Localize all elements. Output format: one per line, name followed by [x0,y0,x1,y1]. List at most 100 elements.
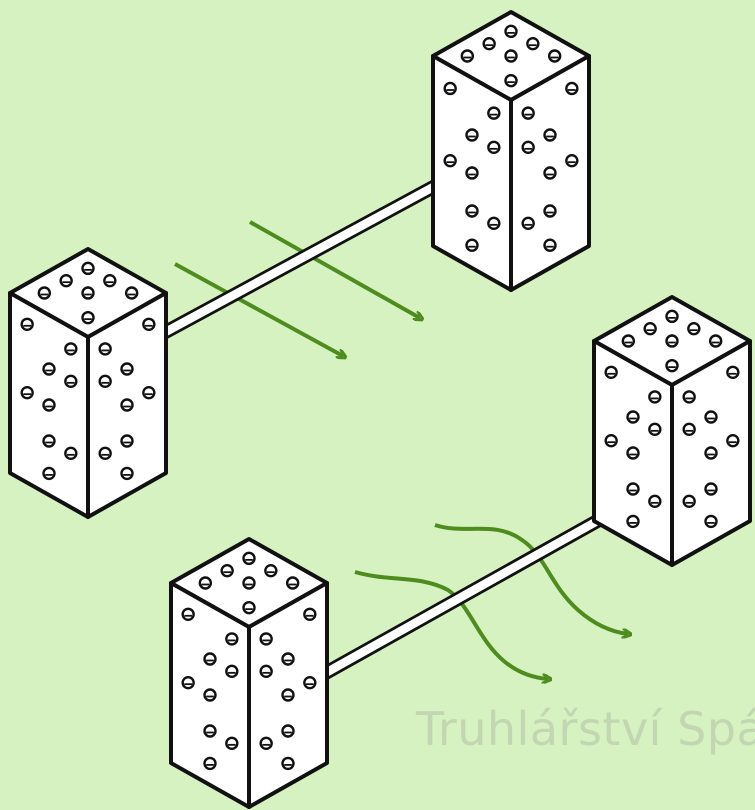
hole-icon [465,166,479,180]
hole-icon [120,362,134,376]
hole-icon [81,310,95,325]
hole-icon [225,736,239,751]
hole-icon [20,317,34,331]
hole-icon [98,374,112,389]
hole-icon [708,334,723,348]
hole-icon [543,238,557,252]
hole-icon [521,106,535,120]
hole-icon [242,576,256,590]
block-left [8,247,168,519]
hole-icon [443,153,457,168]
hole-icon [487,106,501,120]
hole-icon [465,128,479,142]
hole-icon [281,756,295,771]
watermark-text: Truhlářství Spá [416,702,755,756]
hole-icon [565,81,579,96]
hole-icon [203,724,217,738]
hole-icon [621,334,636,348]
hole-icon [665,334,679,348]
lower-dowel-rod [315,494,640,682]
hole-icon [487,216,501,231]
hole-icon [259,736,273,751]
hole-icon [285,576,300,590]
upper-arrows [174,220,420,356]
hole-icon [59,273,73,288]
hole-icon [42,434,56,448]
hole-icon [726,365,740,379]
hole-icon [225,632,239,646]
hole-icon [281,688,295,702]
hole-icon [504,24,518,39]
hole-icon [626,482,640,496]
hole-icon [521,140,535,155]
hole-icon [181,675,195,690]
hole-icon [704,410,718,424]
wavy-arrow-icon [354,570,548,679]
hole-icon [98,342,112,356]
hole-icon [682,494,696,509]
hole-icon [259,664,273,679]
hole-icon [81,286,95,300]
hole-icon [220,563,234,578]
hole-icon [465,204,479,218]
hole-icon [648,390,662,404]
block-lower-right [592,295,752,567]
hole-icon [120,434,134,448]
hole-icon [103,273,117,288]
hole-icon [142,385,156,400]
hole-icon [281,652,295,666]
hole-icon [203,688,217,702]
hole-icon [521,216,535,231]
hole-icon [704,482,718,496]
hole-icon [504,73,518,88]
hole-icon [281,724,295,738]
wavy-arrow-icon [434,523,628,634]
hole-icon [203,652,217,666]
hole-icon [198,576,213,590]
hole-icon [665,309,679,324]
hole-icon [626,514,640,529]
block-upper-right [431,10,591,292]
hole-icon [604,433,618,448]
hole-icon [242,551,256,566]
hole-icon [303,607,317,621]
block-lower-left [169,537,329,809]
hole-icon [648,422,662,437]
hole-icon [704,514,718,529]
hole-icon [124,286,139,300]
hole-icon [543,204,557,218]
hole-icon [98,446,112,461]
hole-icon [547,49,562,63]
hole-icon [482,36,496,51]
hole-icon [543,128,557,142]
hole-icon [42,398,56,412]
hole-icon [648,494,662,509]
hole-icon [181,607,195,621]
hole-icon [665,358,679,373]
hole-icon [626,410,640,424]
hole-icon [242,600,256,615]
hole-icon [203,756,217,771]
hole-icon [487,140,501,155]
hole-icon [37,286,52,300]
hole-icon [726,433,740,448]
hole-icon [504,49,518,63]
hole-icon [643,321,657,336]
straight-arrow-icon [249,220,420,318]
hole-icon [64,374,78,389]
hole-icon [465,238,479,252]
hole-icon [64,446,78,461]
hole-icon [42,466,56,481]
hole-icon [704,446,718,460]
hole-icon [443,81,457,96]
hole-icon [120,398,134,412]
hole-icon [264,563,278,578]
hole-icon [626,446,640,460]
hole-icon [543,166,557,180]
hole-icon [682,390,696,404]
hole-icon [682,422,696,437]
hole-icon [604,365,618,379]
lower-arrows [354,523,628,679]
